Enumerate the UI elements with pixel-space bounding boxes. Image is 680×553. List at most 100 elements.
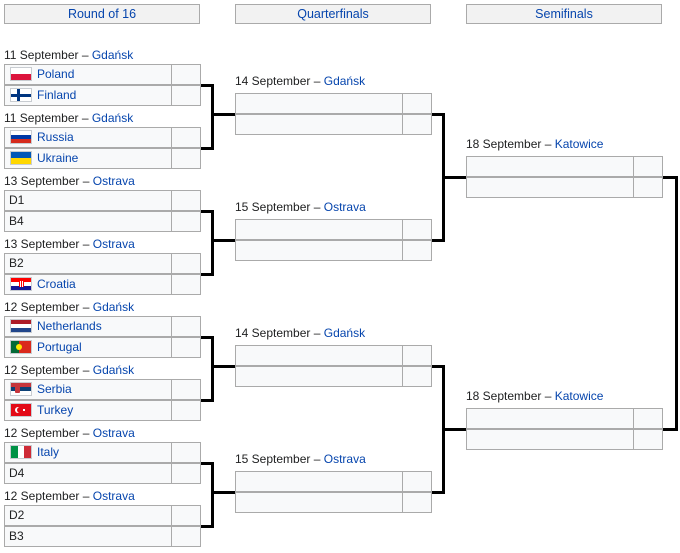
qf-match-4-row-2 (235, 492, 432, 513)
sf-match-2-row-1-score-cell (634, 409, 662, 428)
qf-match-1-date-line: 14 September – Gdańsk (235, 73, 365, 90)
r16-match-1-date: 11 September – (4, 48, 92, 62)
qf-match-3-row-2-team-cell (236, 367, 403, 386)
team-name[interactable]: Ukraine (37, 151, 79, 165)
team-name: B2 (9, 256, 24, 270)
r16-match-8-venue-link[interactable]: Ostrava (92, 489, 135, 503)
r16-match-7-row-1-team-cell: Italy (5, 443, 172, 462)
header-r16: Round of 16 (4, 4, 200, 24)
r16-match-5-date-line: 12 September – Gdańsk (4, 299, 134, 316)
sf-match-1-row-1-team-cell (467, 157, 634, 176)
bracket-connector (201, 462, 213, 465)
qf-match-2-row-2-team-cell (236, 241, 403, 260)
r16-match-7-row-2-team-cell: D4 (5, 464, 172, 483)
r16-match-8-row-2-team-cell: B3 (5, 527, 172, 546)
team-name[interactable]: Portugal (37, 340, 82, 354)
r16-match-3-date-line: 13 September – Ostrava (4, 173, 135, 190)
r16-match-7-row-1: Italy (4, 442, 201, 463)
qf-match-2-row-1 (235, 219, 432, 240)
team-name[interactable]: Poland (37, 67, 75, 81)
r16-match-8-row-1-score-cell (172, 506, 200, 525)
r16-match-5-row-2: Portugal (4, 337, 201, 358)
r16-match-6-date-line: 12 September – Gdańsk (4, 362, 134, 379)
sf-match-1-row-1-score-cell (634, 157, 662, 176)
r16-match-6-venue-link[interactable]: Gdańsk (92, 363, 135, 377)
r16-match-4-row-1-team-cell: B2 (5, 254, 172, 273)
bracket-connector (663, 176, 678, 179)
r16-match-8-row-1: D2 (4, 505, 201, 526)
r16-match-1-venue-link[interactable]: Gdańsk (91, 48, 134, 62)
team-name[interactable]: Finland (37, 88, 77, 102)
r16-match-2-date-line: 11 September – Gdańsk (4, 110, 133, 127)
r16-match-7-row-2: D4 (4, 463, 201, 484)
qf-match-1-row-2-team-cell (236, 115, 403, 134)
r16-match-7-date: 12 September – (4, 426, 93, 440)
r16-match-5-row-1-team-cell: Netherlands (5, 317, 172, 336)
team-name[interactable]: Netherlands (37, 319, 102, 333)
r16-match-4-venue-link[interactable]: Ostrava (92, 237, 135, 251)
r16-match-2-venue-link[interactable]: Gdańsk (91, 111, 134, 125)
flag-croatia-icon (10, 277, 32, 291)
r16-match-5-row-2-team-cell: Portugal (5, 338, 172, 357)
r16-match-2-date: 11 September – (4, 111, 92, 125)
r16-match-2-row-2-score-cell (172, 149, 200, 168)
bracket-connector (211, 210, 214, 276)
team-name: D4 (9, 466, 25, 480)
team-name[interactable]: Turkey (37, 403, 74, 417)
r16-match-8-row-2: B3 (4, 526, 201, 547)
qf-match-2-date: 15 September – (235, 200, 324, 214)
qf-match-4-row-2-score-cell (403, 493, 431, 512)
qf-match-1-venue-link[interactable]: Gdańsk (323, 74, 366, 88)
r16-match-7-row-1-score-cell (172, 443, 200, 462)
flag-netherlands-icon (10, 319, 32, 333)
team-name[interactable]: Serbia (37, 382, 72, 396)
qf-match-2-venue-link[interactable]: Ostrava (323, 200, 366, 214)
r16-match-7-row-2-score-cell (172, 464, 200, 483)
sf-match-2-venue-link[interactable]: Katowice (554, 389, 604, 403)
r16-match-5-date: 12 September – (4, 300, 93, 314)
qf-match-3-row-1-team-cell (236, 346, 403, 365)
team-name[interactable]: Russia (37, 130, 74, 144)
r16-match-5-venue-link[interactable]: Gdańsk (92, 300, 135, 314)
r16-match-1-date-line: 11 September – Gdańsk (4, 47, 133, 64)
r16-match-3-row-1-team-cell: D1 (5, 191, 172, 210)
bracket-connector (201, 273, 213, 276)
qf-match-1-row-1-score-cell (403, 94, 431, 113)
r16-match-6-date: 12 September – (4, 363, 93, 377)
bracket-connector (211, 491, 235, 494)
team-name: B3 (9, 529, 24, 543)
qf-match-3-date-line: 14 September – Gdańsk (235, 325, 365, 342)
r16-match-5-row-1: Netherlands (4, 316, 201, 337)
qf-match-1-row-1-team-cell (236, 94, 403, 113)
flag-portugal-icon (10, 340, 32, 354)
sf-match-1-date-line: 18 September – Katowice (466, 136, 603, 153)
bracket-connector (432, 239, 444, 242)
bracket-connector (211, 462, 214, 528)
r16-match-3-row-2-score-cell (172, 212, 200, 231)
r16-match-6-row-1-team-cell: Serbia (5, 380, 172, 399)
qf-match-4-venue-link[interactable]: Ostrava (323, 452, 366, 466)
flag-russia-icon (10, 130, 32, 144)
qf-match-2-date-line: 15 September – Ostrava (235, 199, 366, 216)
r16-match-4-row-2-team-cell: Croatia (5, 275, 172, 294)
r16-match-3-venue-link[interactable]: Ostrava (92, 174, 135, 188)
sf-match-1-row-2-team-cell (467, 178, 634, 197)
r16-match-8-date: 12 September – (4, 489, 93, 503)
flag-turkey-icon (10, 403, 32, 417)
bracket-connector (211, 365, 235, 368)
sf-match-1-venue-link[interactable]: Katowice (554, 137, 604, 151)
r16-match-5-row-1-score-cell (172, 317, 200, 336)
qf-match-3-row-2-score-cell (403, 367, 431, 386)
qf-match-3-row-1-score-cell (403, 346, 431, 365)
r16-match-8-row-2-score-cell (172, 527, 200, 546)
qf-match-3-venue-link[interactable]: Gdańsk (323, 326, 366, 340)
team-name[interactable]: Italy (37, 445, 60, 459)
r16-match-4-row-2-score-cell (172, 275, 200, 294)
r16-match-7-venue-link[interactable]: Ostrava (92, 426, 135, 440)
sf-match-1-date: 18 September – (466, 137, 555, 151)
team-name[interactable]: Croatia (37, 277, 76, 291)
r16-match-8-date-line: 12 September – Ostrava (4, 488, 135, 505)
qf-match-3-date: 14 September – (235, 326, 324, 340)
sf-match-1-row-1 (466, 156, 663, 177)
r16-match-1-row-2-score-cell (172, 86, 200, 105)
